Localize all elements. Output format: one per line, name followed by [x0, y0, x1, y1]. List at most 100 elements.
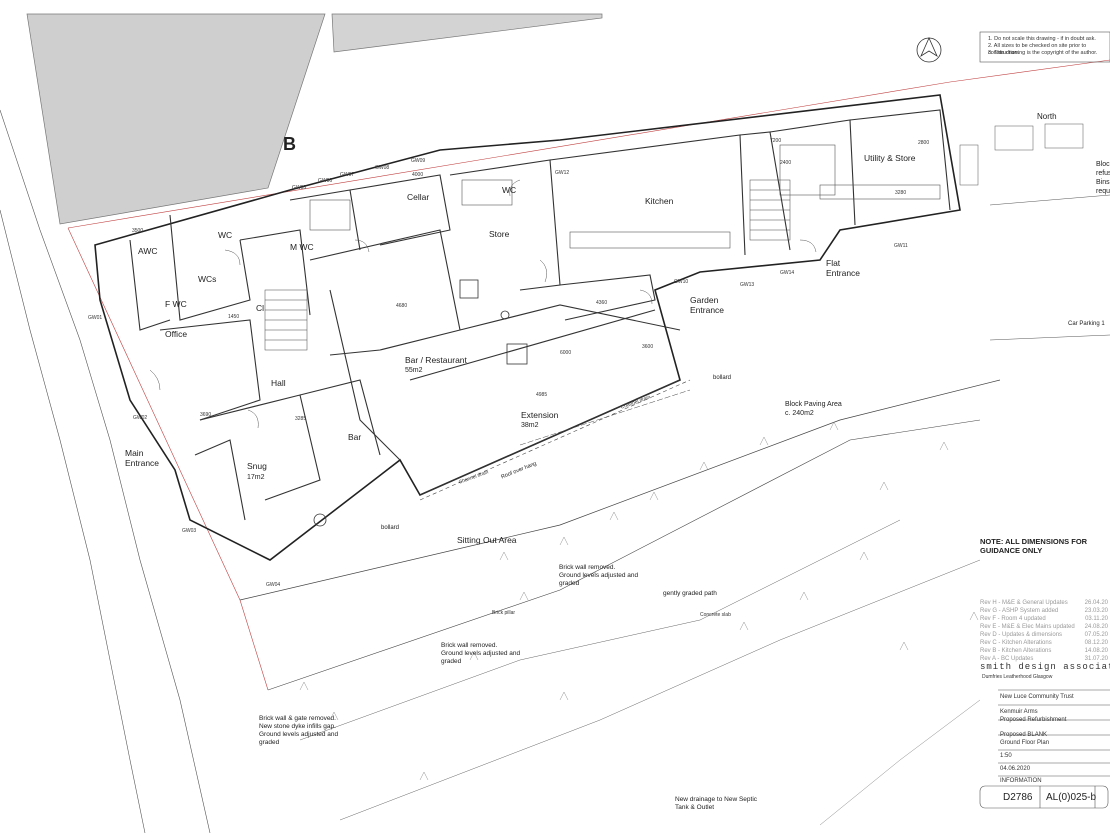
client-name: New Luce Community Trust [1000, 694, 1074, 700]
room-extension-area: 38m2 [521, 422, 539, 429]
ground-line-5 [819, 699, 981, 826]
dim-13: 4000 [412, 172, 424, 178]
site-boundary [67, 59, 1110, 229]
general-note-2: 2. All sizes to be checked on site prior… [988, 43, 1087, 56]
title-block-frame [979, 31, 1110, 809]
project-name-2: Proposed Refurbishment [1000, 717, 1067, 723]
ground-line [239, 379, 1001, 601]
neighbour-building [26, 13, 326, 225]
room-fwc: F WC [165, 299, 187, 309]
dim-6: 4985 [536, 392, 548, 398]
dim-2: 4360 [596, 300, 608, 306]
room-office: Office [165, 329, 188, 339]
neighbour-building-2 [331, 13, 603, 53]
sitting-out-area: Sitting Out Area [457, 535, 517, 545]
section-mark: B [283, 134, 296, 154]
dim-4: 3280 [895, 190, 907, 196]
roof-overhang-line [419, 379, 691, 501]
room-awc: AWC [138, 246, 158, 256]
channel-drain-line [519, 389, 691, 446]
room-store: Store [489, 229, 510, 239]
room-bar-restaurant: Bar / Restaurant [405, 355, 467, 365]
note-brick-wall-gate: Brick wall & gate removed. New stone dyk… [259, 715, 339, 746]
project-name-1: Kenmuir Arms [1000, 709, 1038, 715]
note-concrete-slab: Concrete slab [700, 612, 731, 618]
note-drainage: New drainage to New Septic Tank & Outlet [675, 796, 758, 811]
room-garden-entrance: Garden Entrance [690, 295, 725, 315]
room-hall: Hall [271, 378, 286, 388]
drawing-title-2: Ground Floor Plan [1000, 740, 1050, 746]
ground-line-2 [267, 419, 981, 691]
tag-gw05: GW05 [292, 185, 307, 191]
drawing-date: 04.06.2020 [1000, 766, 1031, 772]
note-gently-graded: gently graded path [663, 590, 717, 597]
door-swings [149, 179, 817, 429]
tag-gw14: GW14 [780, 270, 795, 276]
room-main-entrance: Main Entrance [125, 448, 160, 468]
room-extension: Extension [521, 410, 559, 420]
note-car-parking: Car Parking 1 [1068, 321, 1105, 327]
room-wc: WC [218, 230, 233, 240]
ground-line-3 [299, 519, 901, 741]
tag-gw04: GW04 [266, 582, 281, 588]
room-cl: Cl [256, 303, 265, 313]
room-flat-entrance: Flat Entrance [826, 258, 861, 278]
general-note-3: 3. This drawing is the copyright of the … [988, 50, 1098, 56]
note-brick-wall-1: Brick wall removed. Ground levels adjust… [559, 564, 639, 587]
tag-gw13: GW13 [740, 282, 755, 288]
kitchen-units [309, 144, 941, 249]
firm-offices: Dumfries Leatherhood Glasgow [982, 674, 1053, 680]
dim-5: 3690 [200, 412, 212, 418]
note-brick-wall-2: Brick wall removed. Ground levels adjust… [441, 642, 521, 665]
room-wc2: WC [502, 185, 517, 195]
note-block-refuse: Block refuse Bins requi [1096, 161, 1110, 195]
ground-hatching [299, 421, 979, 781]
tag-gw10: GW10 [674, 279, 689, 285]
room-mwc: M WC [290, 242, 314, 252]
room-wcs: WCs [198, 274, 217, 284]
bollard-label-2: bollard [381, 525, 400, 531]
tag-gw01: GW01 [88, 315, 103, 321]
drawing-scale: 1:50 [1000, 753, 1012, 759]
tag-gw09: GW09 [411, 158, 426, 164]
tag-gw03: GW03 [182, 528, 197, 534]
dim-7: 6000 [560, 350, 572, 356]
tag-gw07: GW07 [340, 172, 355, 178]
dim-11: 3500 [132, 228, 144, 234]
tag-gw12: GW12 [555, 170, 570, 176]
dim-12: 3285 [295, 416, 307, 422]
road-edge-2 [0, 209, 146, 833]
job-number: D2786 [1003, 792, 1033, 803]
north-arrow-icon [916, 37, 942, 63]
note-all-dimensions: NOTE: ALL DIMENSIONS FOR GUIDANCE ONLY [980, 537, 1088, 555]
building-outline [94, 94, 961, 561]
drawing-status: INFORMATION [1000, 778, 1042, 784]
room-snug-area: 17m2 [247, 474, 265, 481]
road-edge [0, 109, 211, 833]
drawing-number: AL(0)025-b [1046, 792, 1097, 803]
general-note-1: 1. Do not scale this drawing - if in dou… [988, 36, 1096, 42]
staircase [264, 179, 791, 351]
ground-line-4 [339, 559, 981, 821]
tag-gw11: GW11 [894, 243, 908, 249]
drawing-title-1: Proposed BLANK [1000, 732, 1048, 738]
dim-9: 7200 [770, 138, 782, 144]
room-kitchen: Kitchen [645, 196, 674, 206]
room-utility: Utility & Store [864, 153, 916, 163]
note-brick-pillar: Brick pillar [492, 610, 516, 616]
room-cellar: Cellar [407, 192, 430, 202]
dim-1: 4680 [396, 303, 408, 309]
dim-10: 2800 [918, 140, 930, 146]
block-paving-area: Block Paving Area c. 240m2 [785, 401, 842, 417]
dim-3: 2400 [780, 160, 792, 166]
columns [313, 279, 528, 527]
parking-bays [959, 123, 1110, 341]
